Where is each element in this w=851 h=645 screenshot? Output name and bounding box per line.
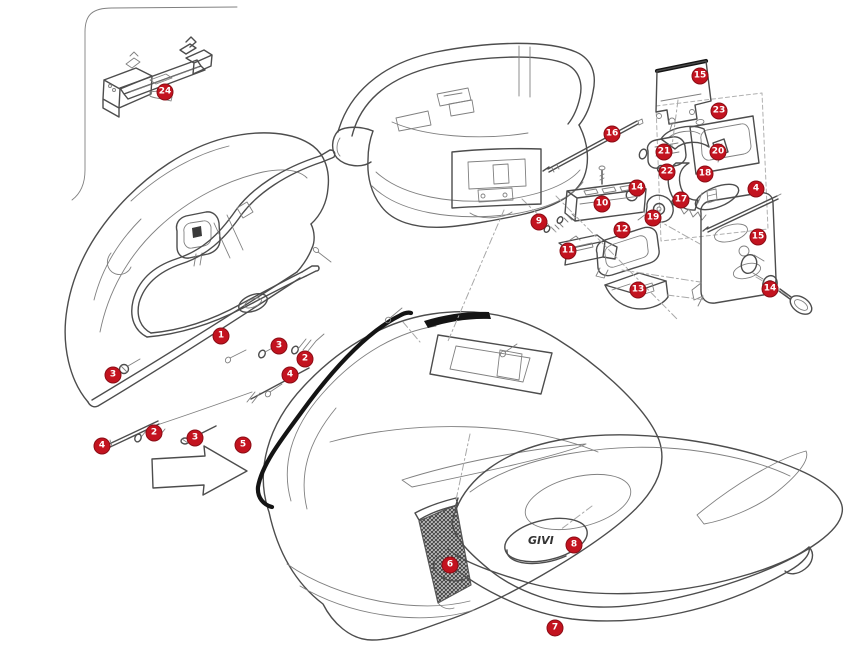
part-callout-17: 17 — [672, 191, 690, 209]
part-callout-12: 12 — [613, 221, 631, 239]
part-callout-21: 21 — [655, 143, 673, 161]
part-callout-2: 2 — [296, 350, 314, 368]
part-callout-19: 19 — [644, 209, 662, 227]
part-callout-9: 9 — [530, 213, 548, 231]
left-case-art — [64, 132, 330, 408]
part-callout-13: 13 — [629, 281, 647, 299]
part-callout-14: 14 — [628, 179, 646, 197]
rail-part-art — [102, 36, 213, 118]
construction-lines — [402, 99, 791, 531]
rubber-seal-art — [255, 310, 414, 510]
bottom-trim-art — [432, 546, 814, 622]
direction-arrow — [151, 445, 248, 496]
part-callout-5: 5 — [234, 436, 252, 454]
part-callout-14: 14 — [761, 280, 779, 298]
part-callout-3: 3 — [186, 429, 204, 447]
right-lid-art: GIVI — [451, 434, 844, 608]
part-callout-7: 7 — [546, 619, 564, 637]
part-callout-4: 4 — [747, 180, 765, 198]
part-callout-18: 18 — [696, 165, 714, 183]
part-callout-11: 11 — [559, 242, 577, 260]
part-callout-6: 6 — [441, 556, 459, 574]
key-art — [789, 295, 813, 315]
part-callout-24: 24 — [156, 83, 174, 101]
part-callout-3: 3 — [270, 337, 288, 355]
center-case-art — [255, 307, 663, 641]
part-callout-4: 4 — [93, 437, 111, 455]
part-callout-16: 16 — [603, 125, 621, 143]
part-callout-8: 8 — [565, 536, 583, 554]
handle-strip — [424, 311, 491, 328]
part-callout-15: 15 — [749, 228, 767, 246]
part-callout-3: 3 — [104, 366, 122, 384]
givi-logo-text: GIVI — [528, 534, 554, 547]
part-callout-2: 2 — [145, 424, 163, 442]
top-case-art — [331, 42, 595, 229]
reflector-art — [414, 497, 472, 610]
givi-badge — [504, 517, 588, 563]
part-callout-10: 10 — [593, 195, 611, 213]
part-callout-22: 22 — [658, 163, 676, 181]
lock-assembly-art — [542, 58, 813, 315]
part-callout-23: 23 — [710, 102, 728, 120]
part-callout-15: 15 — [691, 67, 709, 85]
part-callout-4: 4 — [281, 366, 299, 384]
part-callout-1: 1 — [212, 327, 230, 345]
inset-box — [71, 6, 238, 201]
part-callout-20: 20 — [709, 143, 727, 161]
